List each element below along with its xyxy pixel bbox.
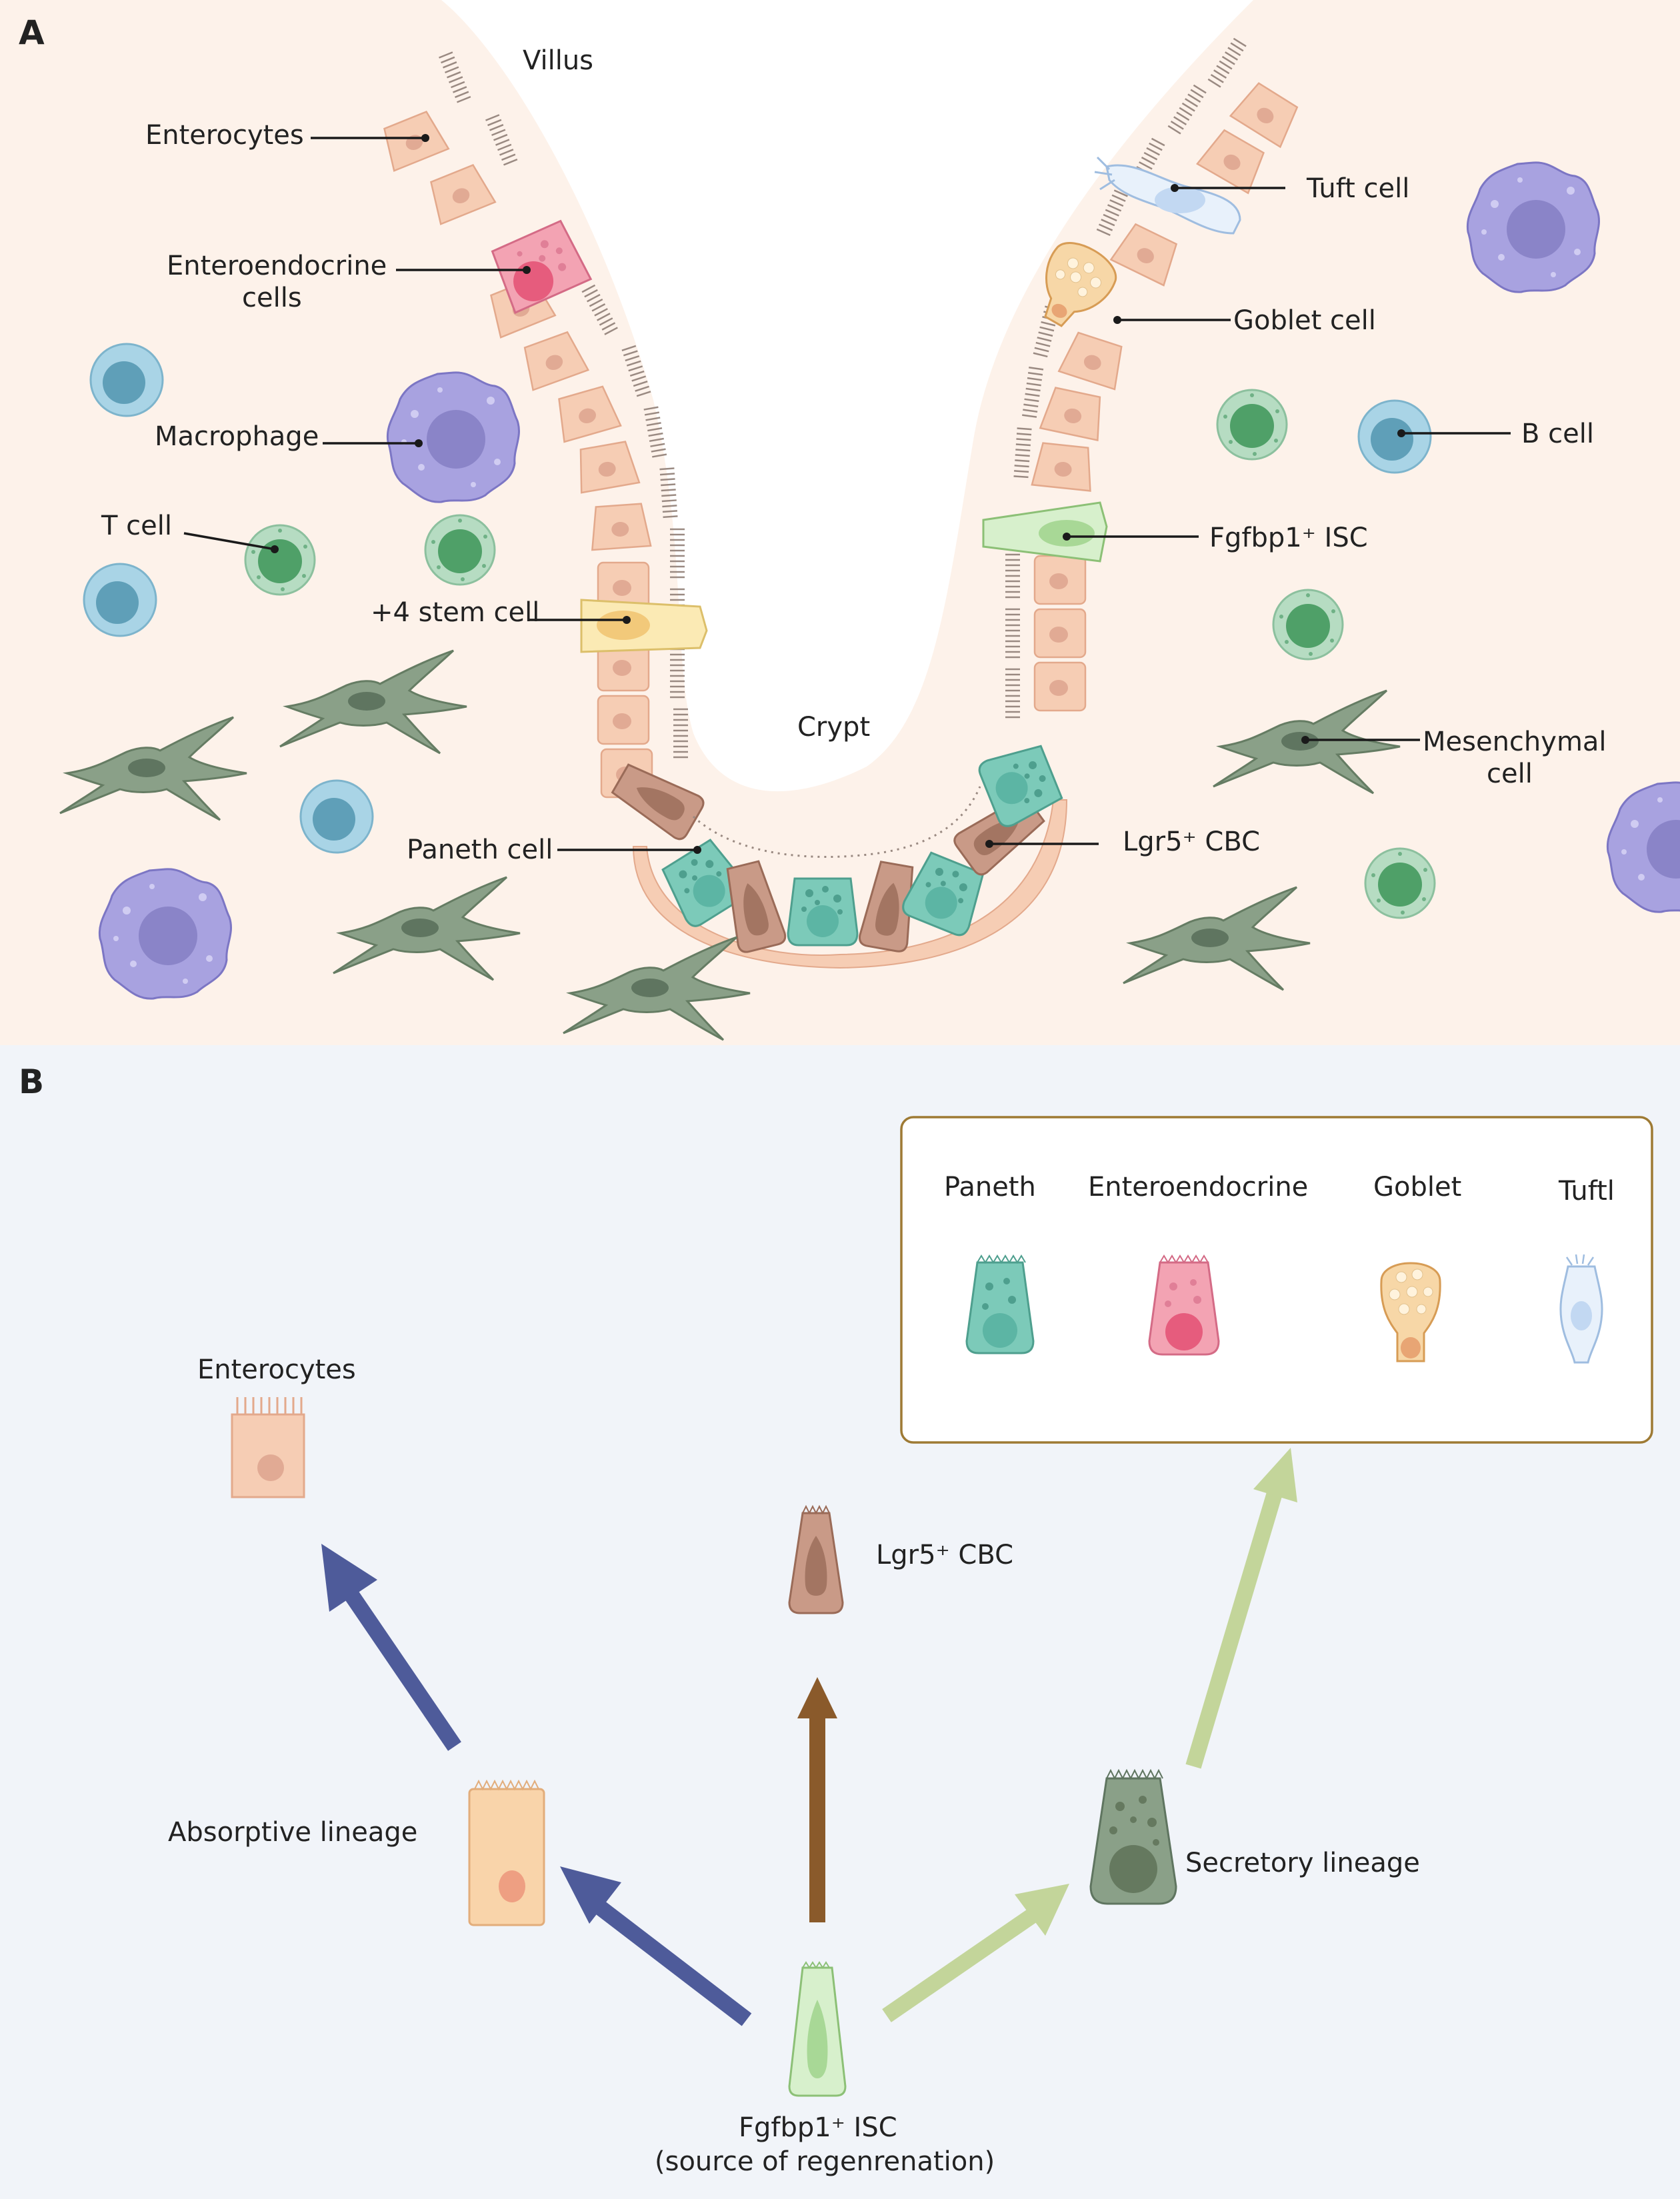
plus4-stem-cell — [580, 599, 708, 653]
box-label-paneth: Paneth — [944, 1172, 1036, 1202]
crypt-base — [607, 739, 1068, 969]
b-label-isc-line1: Fgfbp1⁺ ISC — [739, 2112, 897, 2143]
box-paneth-cell — [965, 1254, 1035, 1354]
label-goblet-cell-a: Goblet cell — [1233, 305, 1376, 336]
tuft-cell-a — [1094, 156, 1241, 235]
panel-b-letter: B — [19, 1063, 44, 1101]
box-label-enteroendocrine: Enteroendocrine — [1088, 1172, 1308, 1202]
label-mesenchymal-line1: Mesenchymal — [1423, 727, 1607, 757]
label-villus: Villus — [523, 45, 593, 76]
label-t-cell: T cell — [101, 511, 172, 541]
goblet-cell-a — [1044, 242, 1117, 327]
panel-a-letter: A — [19, 13, 45, 52]
label-tuft-cell-a: Tuft cell — [1306, 173, 1409, 204]
leader-lines-a — [183, 134, 1511, 854]
label-plus4-stem-cell: +4 stem cell — [371, 597, 539, 628]
box-label-tuft: Tuftl — [1558, 1176, 1615, 1206]
secretory-subtypes-box — [900, 1116, 1653, 1444]
label-crypt: Crypt — [797, 712, 870, 743]
b-label-lgr5-cbc: Lgr5⁺ CBC — [876, 1540, 1013, 1570]
arrow-absorptive-to-enterocytes — [321, 1544, 461, 1751]
label-enteroendocrine-a-line2: cells — [242, 283, 302, 313]
box-goblet-cell — [1380, 1262, 1441, 1362]
b-fgfbp1-isc-cell — [788, 1961, 847, 2097]
arrow-isc-to-absorptive — [560, 1866, 752, 2026]
b-label-enterocytes: Enterocytes — [197, 1354, 356, 1385]
lumen — [441, 0, 1253, 792]
box-tuft-cell — [1559, 1254, 1603, 1364]
b-secretory-cell — [1089, 1768, 1177, 1905]
b-lgr5-cbc-cell — [788, 1504, 844, 1614]
b-absorptive-cell — [468, 1779, 545, 1926]
fgfbp1-isc-cell-a — [982, 501, 1108, 563]
b-label-secretory: Secretory lineage — [1185, 1848, 1420, 1878]
arrow-isc-to-secretory — [882, 1884, 1069, 2022]
b-enterocyte-cell — [231, 1397, 305, 1498]
box-enteroendocrine-cell — [1148, 1254, 1220, 1356]
label-enterocytes-a: Enterocytes — [145, 120, 304, 151]
label-macrophage: Macrophage — [155, 421, 319, 452]
label-b-cell: B cell — [1521, 419, 1594, 449]
label-paneth-cell-a: Paneth cell — [407, 835, 553, 865]
label-fgfbp1-isc-a: Fgfbp1⁺ ISC — [1209, 523, 1368, 553]
box-label-goblet: Goblet — [1373, 1172, 1461, 1202]
b-label-absorptive: Absorptive lineage — [168, 1817, 417, 1848]
label-mesenchymal-line2: cell — [1487, 759, 1533, 789]
b-label-isc-line2: (source of regenrenation) — [655, 2146, 995, 2177]
arrow-secretory-to-subtypes — [1185, 1448, 1297, 1769]
arrow-isc-to-cbc — [797, 1677, 837, 1922]
label-lgr5-cbc-a: Lgr5⁺ CBC — [1123, 827, 1260, 857]
label-enteroendocrine-a-line1: Enteroendocrine — [167, 251, 387, 281]
